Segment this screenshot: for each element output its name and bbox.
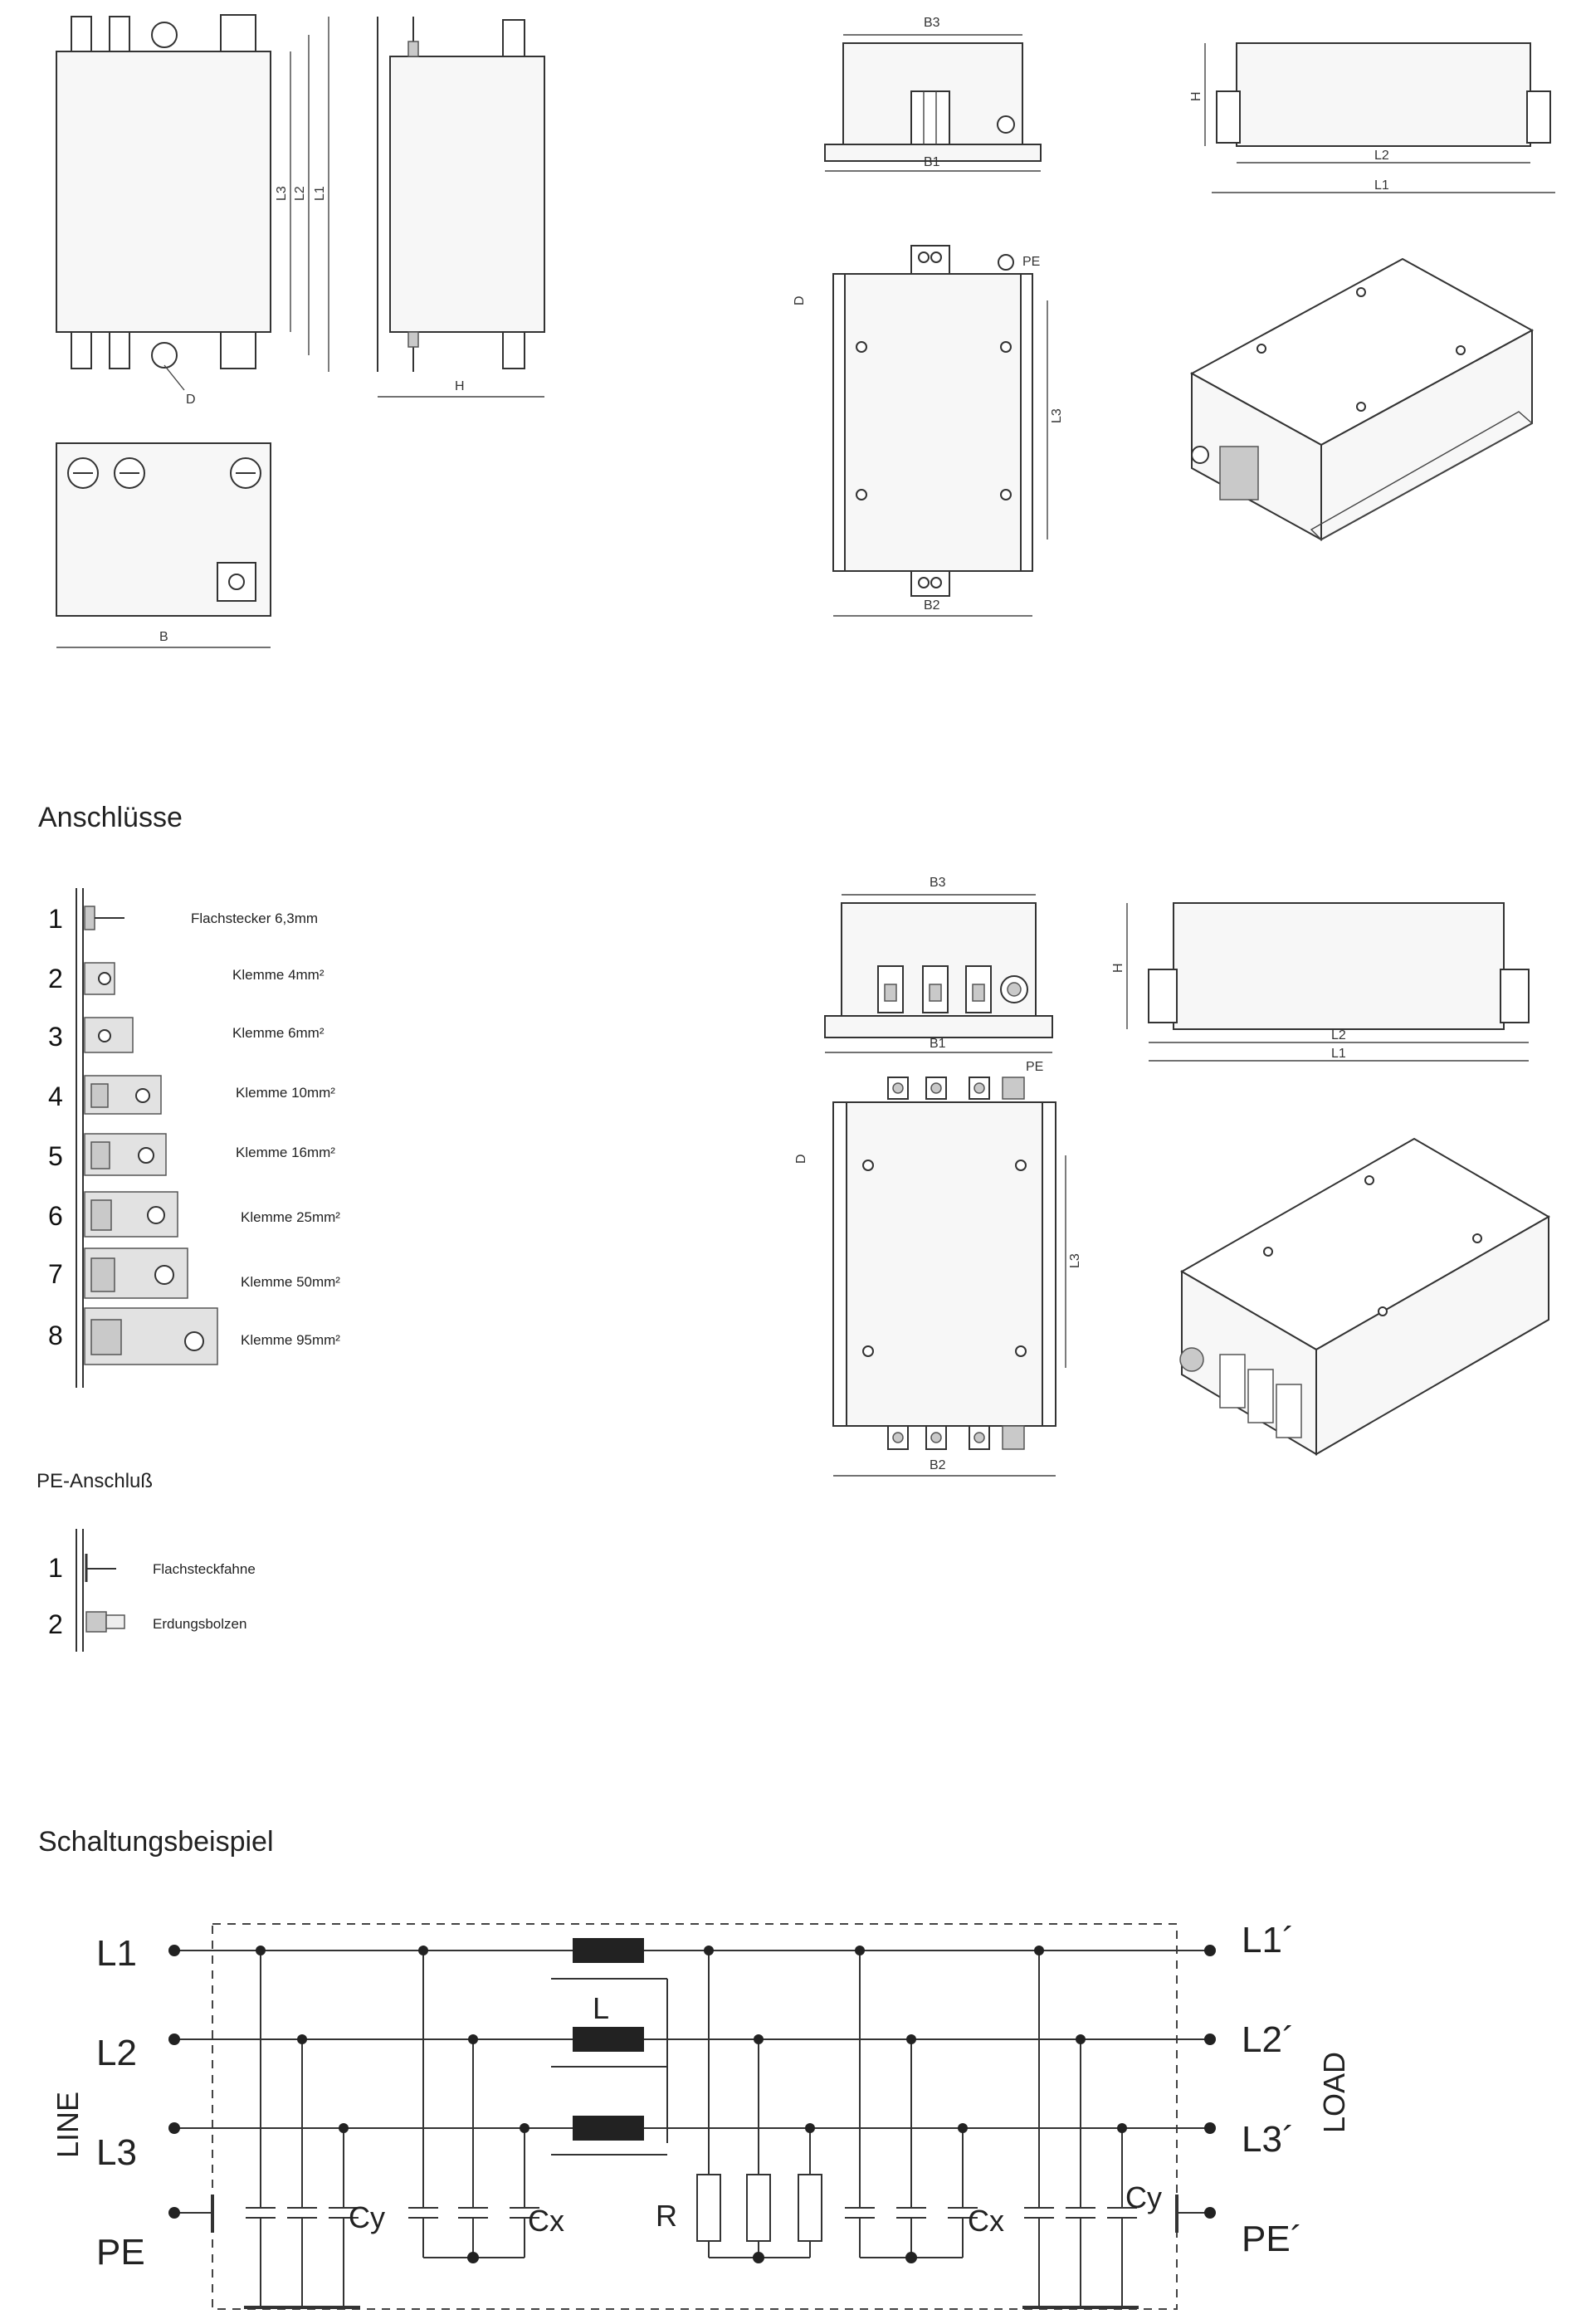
end-view-b: B3 B1: [824, 876, 1053, 1053]
conn-row-2: 2 Klemme 4mm²: [48, 962, 324, 995]
side-view: H: [377, 17, 545, 398]
dim-d: D: [186, 393, 196, 407]
svg-text:2: 2: [48, 964, 63, 994]
connections-heading: Anschlüsse: [38, 802, 183, 833]
svg-text:Klemme 25mm²: Klemme 25mm²: [241, 1209, 340, 1225]
conn-row-5: 5 Klemme 16mm²: [48, 1133, 335, 1176]
label-l2p: L2´: [1242, 2019, 1295, 2060]
svg-text:Klemme 10mm²: Klemme 10mm²: [236, 1085, 335, 1101]
svg-text:2: 2: [48, 1609, 63, 1639]
pe-row-2: 2 Erdungsbolzen: [48, 1609, 246, 1639]
svg-text:7: 7: [48, 1259, 63, 1289]
label-l3p: L3´: [1242, 2119, 1295, 2160]
svg-text:Klemme 95mm²: Klemme 95mm²: [241, 1332, 340, 1348]
pe-heading: PE-Anschluß: [37, 1470, 153, 1492]
svg-text:Klemme 16mm²: Klemme 16mm²: [236, 1145, 335, 1160]
svg-text:H: H: [1189, 91, 1203, 101]
conn-row-8: 8 Klemme 95mm²: [48, 1307, 340, 1365]
conn-row-6: 6 Klemme 25mm²: [48, 1191, 340, 1238]
side-view-b: H L2 L1: [1111, 902, 1530, 1062]
top-view-b: PE D L3 B2: [794, 1060, 1082, 1477]
conn-row-1: 1 Flachstecker 6,3mm: [48, 904, 318, 934]
label-l3: L3: [96, 2132, 137, 2173]
label-cy-left: Cy: [349, 2200, 385, 2234]
drawing-filter-a: L3 L2 L1 D H B B3 B1: [56, 14, 1555, 648]
svg-text:H: H: [1111, 963, 1125, 973]
svg-text:L3: L3: [1068, 1253, 1082, 1268]
side-view-a-dims: H L2 L1: [1189, 42, 1555, 193]
svg-text:L3: L3: [1050, 408, 1064, 423]
svg-text:B1: B1: [924, 155, 940, 169]
label-line-side: LINE: [51, 2092, 85, 2158]
svg-text:8: 8: [48, 1321, 63, 1350]
svg-text:D: D: [793, 295, 807, 305]
end-view-a: B3 B1: [824, 16, 1042, 172]
svg-text:5: 5: [48, 1141, 63, 1171]
svg-text:L1: L1: [1331, 1047, 1346, 1061]
svg-text:L2: L2: [1331, 1028, 1346, 1042]
conn-row-4: 4 Klemme 10mm²: [48, 1075, 335, 1115]
bottom-view: B: [56, 442, 271, 648]
label-cx-right: Cx: [968, 2204, 1004, 2238]
cy-group-right: Cy: [1022, 1946, 1162, 2309]
svg-text:B2: B2: [924, 598, 940, 613]
circuit-heading: Schaltungsbeispiel: [38, 1826, 274, 1858]
svg-text:B3: B3: [924, 16, 940, 30]
label-cy-right: Cy: [1125, 2180, 1162, 2214]
label-resistor: R: [656, 2199, 677, 2233]
pe-row-1: 1 Flachsteckfahne: [48, 1553, 256, 1583]
resistor-group: R: [656, 1946, 822, 2263]
dim-h: H: [455, 379, 465, 393]
svg-text:Klemme 50mm²: Klemme 50mm²: [241, 1274, 340, 1290]
cx-group-right: Cx: [845, 1946, 1004, 2263]
svg-text:L2: L2: [1374, 149, 1389, 163]
svg-text:1: 1: [48, 904, 63, 934]
svg-text:B1: B1: [930, 1037, 946, 1051]
svg-text:B2: B2: [930, 1458, 946, 1472]
dim-l2: L2: [293, 186, 307, 201]
svg-text:6: 6: [48, 1201, 63, 1231]
svg-text:Klemme 4mm²: Klemme 4mm²: [232, 967, 324, 983]
label-l1p: L1´: [1242, 1920, 1295, 1960]
cx-group-left: Cx: [408, 1946, 564, 2263]
label-inductor: L: [593, 1991, 609, 2025]
svg-text:Flachsteckfahne: Flachsteckfahne: [153, 1561, 256, 1577]
top-view-a: PE D L3 B2: [793, 245, 1064, 617]
label-pe: PE: [96, 2232, 145, 2273]
svg-text:Klemme 6mm²: Klemme 6mm²: [232, 1025, 324, 1041]
svg-text:L1: L1: [1374, 178, 1389, 193]
filter-enclosure: [212, 1923, 1178, 2310]
cy-group-left: Cy: [244, 1946, 385, 2309]
svg-text:3: 3: [48, 1022, 63, 1052]
front-view: L3 L2 L1 D: [56, 14, 329, 407]
svg-text:D: D: [794, 1154, 808, 1164]
svg-text:Flachstecker 6,3mm: Flachstecker 6,3mm: [191, 911, 318, 926]
label-pep: PE´: [1242, 2219, 1302, 2259]
conn-row-7: 7 Klemme 50mm²: [48, 1247, 340, 1299]
dim-l1: L1: [313, 186, 327, 201]
svg-text:PE: PE: [1026, 1060, 1043, 1074]
svg-text:B3: B3: [930, 876, 946, 890]
label-l1: L1: [96, 1933, 137, 1974]
dim-l3: L3: [275, 186, 289, 201]
label-load-side: LOAD: [1317, 2052, 1351, 2133]
dim-b: B: [159, 630, 168, 644]
tab-terminal-top: [71, 16, 92, 52]
svg-text:1: 1: [48, 1553, 63, 1583]
label-cx-left: Cx: [528, 2204, 564, 2238]
svg-text:Erdungsbolzen: Erdungsbolzen: [153, 1616, 246, 1632]
svg-text:4: 4: [48, 1081, 63, 1111]
isometric-view-b: [1179, 1137, 1551, 1456]
svg-text:PE: PE: [1022, 255, 1040, 269]
isometric-view-a: [1189, 257, 1535, 541]
conn-row-3: 3 Klemme 6mm²: [48, 1017, 324, 1053]
label-l2: L2: [96, 2033, 137, 2073]
